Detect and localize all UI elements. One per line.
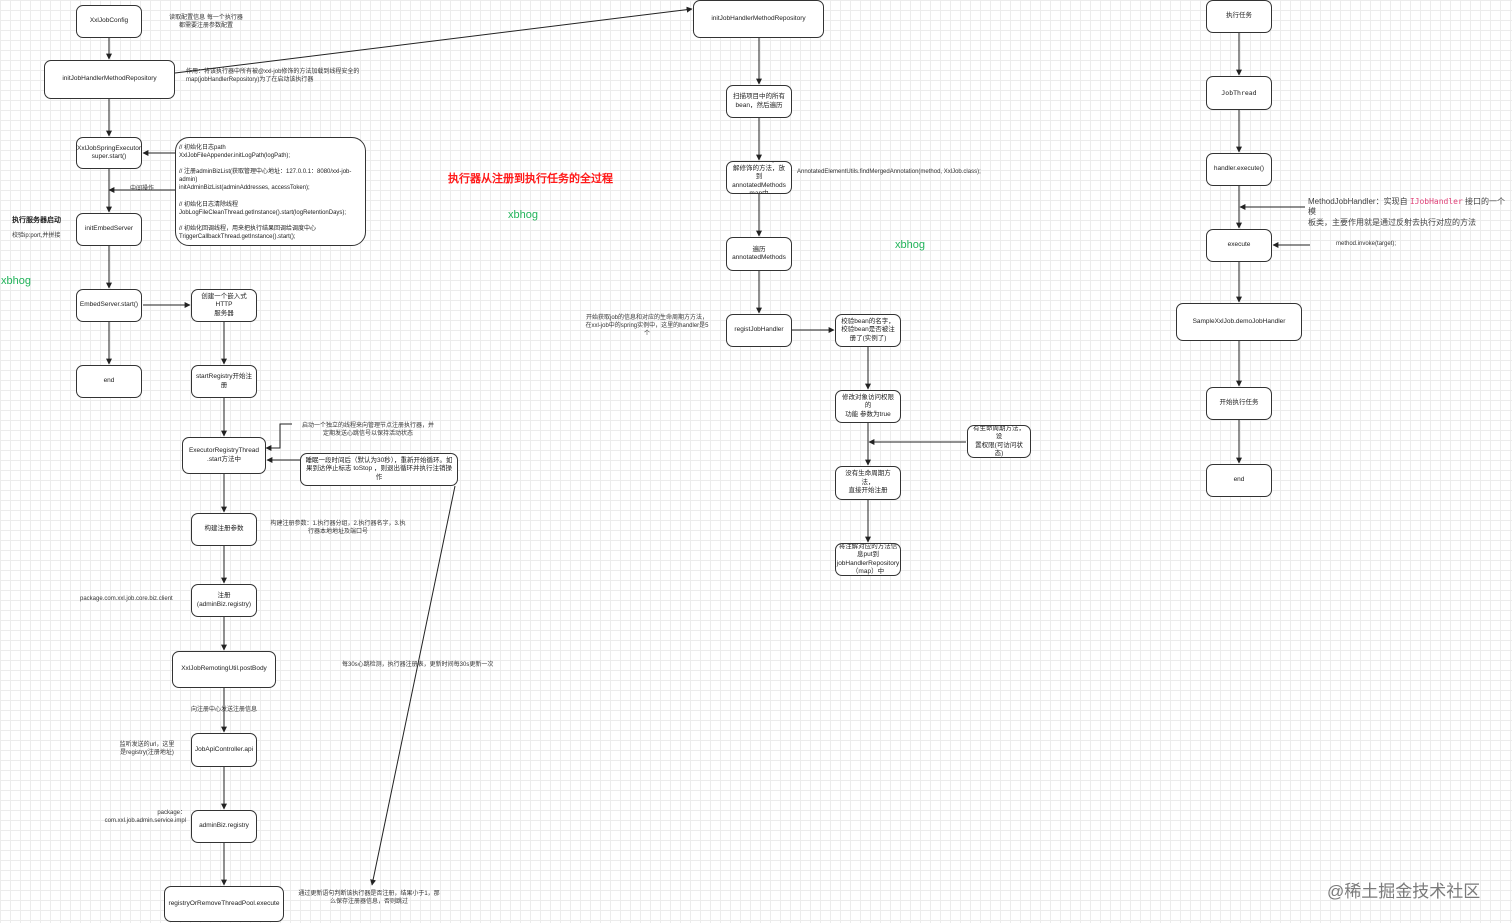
- node-build-params[interactable]: 构建注册参数: [191, 513, 257, 546]
- edge-init-to-mid-init: [174, 6, 693, 74]
- footer-watermark: @稀土掘金技术社区: [1327, 882, 1481, 901]
- node-init-handler-left[interactable]: initJobHandlerMethodRepository: [44, 60, 175, 99]
- note-listen-url: 监听发送的url，这里 是registry(注册地址): [119, 742, 175, 756]
- node-post-body[interactable]: XxlJobRemotingUtil.postBody: [172, 651, 276, 688]
- node-registry-pool[interactable]: registryOrRemoveThreadPool.execute: [164, 886, 284, 922]
- node-init-embed[interactable]: initEmbedServer: [76, 213, 142, 246]
- node-iterate[interactable]: 遍历 annotatedMethods: [726, 237, 792, 271]
- node-heartbeat[interactable]: 睡眠一段时间后（默认为30秒），重新开始循环。如果到达停止标志 toStop ，…: [300, 453, 458, 486]
- node-start-exec[interactable]: 开始执行任务: [1206, 387, 1272, 420]
- note-side-effect: 中间操作: [130, 186, 155, 192]
- edge-desc-to-thread: [265, 423, 292, 451]
- note-send-registry: 向注册中心发送注册信息: [191, 707, 258, 713]
- diagram-title: 执行器从注册到执行任务的全过程: [448, 173, 613, 185]
- node-xxljobconfig[interactable]: XxlJobConfig: [76, 5, 142, 38]
- node-handler-execute[interactable]: handler.execute(): [1206, 153, 1272, 186]
- note-every30: 每30s心跳检测，执行器注册表，更新时间每30s更新一次: [342, 662, 494, 668]
- note-package-client: package.com.xxl.job.core.biz.client: [80, 596, 173, 602]
- node-init-handler-mid[interactable]: initJobHandlerMethodRepository: [693, 0, 824, 38]
- note-read-config: 读取配置信息 每一个执行器 都需要注册参数配置: [169, 15, 243, 29]
- note-params-desc: 构建注册参数：1.执行器分组，2.执行器名字，3.执 行器本地地址及端口号: [270, 521, 406, 535]
- node-admin-registry[interactable]: adminBiz.registry: [191, 810, 257, 843]
- node-scan-beans[interactable]: 扫描项目中的所有 bean，然后遍历: [726, 85, 792, 118]
- note-start-lifecycle: 开始获取job的信息和对应的生命周期方方法， 在xxl-job中的spring实…: [585, 315, 709, 337]
- node-job-thread[interactable]: JobThread: [1206, 76, 1272, 110]
- node-spring-executor[interactable]: XxlJobSpringExecutor super.start(): [76, 137, 142, 169]
- node-start-registry[interactable]: startRegistry开始注册: [191, 365, 257, 398]
- node-put-repo[interactable]: 将注解对应的方法信息put到jobHandlerRepository（map）中: [835, 543, 901, 576]
- node-regist-handler[interactable]: registJobHandler: [726, 314, 792, 347]
- node-create-http[interactable]: 创建一个嵌入式HTTP 服务器: [191, 289, 257, 322]
- watermark-right: xbhog: [895, 239, 925, 251]
- node-sample-handler[interactable]: SampleXxlJob.demoJobHandler: [1176, 303, 1302, 341]
- note-registry-desc: 启动一个独立的线程来向管理节点注册执行器，并 定期发送心跳信号以保持活动状态: [301, 423, 434, 437]
- note-package-admin: package： com.xxl.job.admin.service.impl: [104, 810, 186, 824]
- node-api-controller[interactable]: JobApiController.api: [191, 733, 257, 767]
- note-purpose: 作用：将该执行器中所有被@xxl-job修饰的方法加载到线程安全的 map(jo…: [186, 69, 360, 83]
- node-get-annotated[interactable]: 获取所有被xxl-job注解修饰的方法，放到annotatedMethods m…: [726, 161, 792, 194]
- node-no-lifecycle[interactable]: 没有生命周期方法， 直接开始注册: [835, 466, 901, 500]
- ijobhandler-code: IJobHandler: [1409, 197, 1463, 206]
- note-server-start-sub: 校验ip:port,并拼接: [12, 233, 61, 239]
- note-invoke: method.invoke(target);: [1336, 241, 1397, 247]
- node-end-right[interactable]: end: [1206, 464, 1272, 497]
- node-register[interactable]: 注册 (adminBiz.registry): [191, 584, 257, 617]
- node-modify-access[interactable]: 修改对象访问权限的 功能 参数为true: [835, 390, 901, 423]
- node-check-bean[interactable]: 校验bean的名字，校验bean是否被注册了(实例了): [835, 314, 901, 347]
- node-registry-thread[interactable]: ExecutorRegistryThread .start方法中: [182, 437, 266, 474]
- note-method-handler: MethodJobHandler：实现自 IJobHandler 接口的一个模 …: [1308, 197, 1506, 227]
- node-has-lifecycle[interactable]: 有生命周期方法，设 置权限(可访问状态): [967, 425, 1031, 458]
- note-annotated-utils: AnnotatedElementUtils.findMergedAnnotati…: [797, 169, 981, 175]
- node-exec-task[interactable]: 执行任务: [1206, 0, 1272, 33]
- node-execute[interactable]: execute: [1206, 229, 1272, 262]
- edge-heartbeat-to-pool: [370, 485, 456, 886]
- note-server-start-title: 执行服务器启动: [12, 217, 61, 224]
- watermark-left: xbhog: [1, 275, 31, 287]
- watermark-mid: xbhog: [508, 209, 538, 221]
- note-update-check: 通过更新语句判断该执行器是否注册，结果小于1，那 么保存注册器信息，否则跳过: [298, 891, 440, 905]
- node-end-left[interactable]: end: [76, 365, 142, 398]
- node-embed-start[interactable]: EmbedServer.start(): [76, 289, 142, 322]
- node-init-code[interactable]: // 初始化日志path XxlJobFileAppender.initLogP…: [175, 137, 366, 246]
